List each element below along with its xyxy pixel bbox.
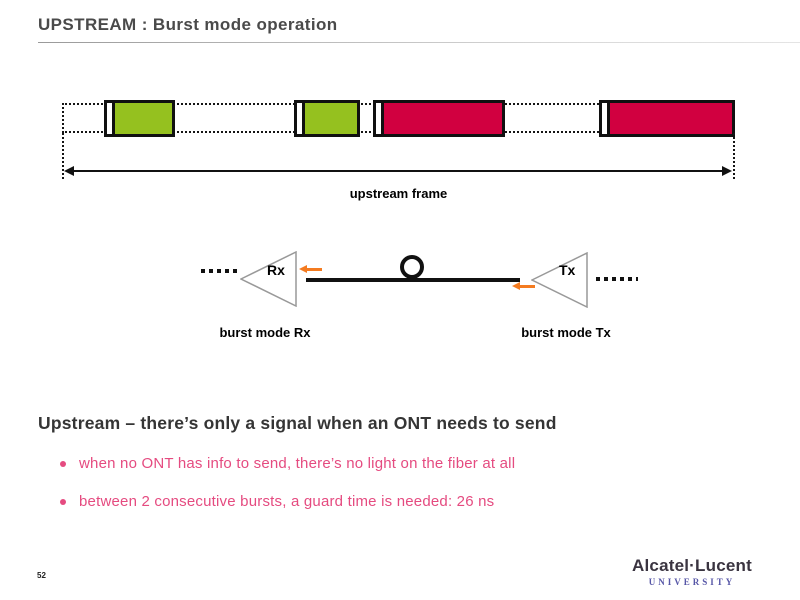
tx-label: Tx: [559, 262, 576, 278]
upstream-frame-diagram: upstream frame: [0, 0, 800, 220]
frame-right-extent-line: [733, 133, 735, 179]
burst-preamble-sliver: [297, 103, 305, 134]
burst-payload: [610, 103, 732, 134]
logo-university-text: UNIVERSITY: [648, 577, 736, 587]
burst-block-green: [104, 100, 175, 137]
bullet-item: when no ONT has info to send, there’s no…: [60, 455, 720, 472]
fiber-line: [306, 278, 520, 282]
page-number: 52: [37, 571, 46, 580]
burst-block-red: [373, 100, 505, 137]
burst-preamble-sliver: [602, 103, 610, 134]
tx-triangle-icon: [531, 252, 588, 308]
tx-direction-arrow-icon: [512, 282, 535, 290]
right-ellipsis-dots: [596, 277, 638, 281]
frame-left-extent-line: [62, 133, 64, 179]
burst-mode-rx-caption: burst mode Rx: [219, 325, 311, 340]
logo-wordmark: Alcatel·Lucent: [632, 556, 752, 575]
frame-span-arrow-icon: [64, 166, 732, 176]
rx-direction-arrow-icon: [299, 265, 322, 273]
left-ellipsis-dots: [201, 269, 241, 273]
burst-payload: [384, 103, 502, 134]
page-title: UPSTREAM : Burst mode operation: [38, 15, 338, 34]
burst-payload: [305, 103, 357, 134]
alcatel-lucent-logo: Alcatel·Lucent UNIVERSITY: [612, 556, 772, 587]
bullet-list: when no ONT has info to send, there’s no…: [60, 455, 720, 531]
burst-block-green: [294, 100, 360, 137]
burst-preamble-sliver: [107, 103, 115, 134]
fiber-loop-icon: [400, 255, 424, 279]
bullet-item: between 2 consecutive bursts, a guard ti…: [60, 493, 720, 510]
burst-block-red: [599, 100, 735, 137]
body-heading: Upstream – there’s only a signal when an…: [38, 413, 557, 433]
rx-label: Rx: [267, 262, 285, 278]
title-divider: [38, 42, 800, 43]
frame-label: upstream frame: [349, 186, 448, 201]
burst-payload: [115, 103, 172, 134]
fiber-diagram: Rx Tx burst mode Rx burst mode Tx: [201, 251, 638, 340]
burst-mode-tx-caption: burst mode Tx: [521, 325, 611, 340]
burst-preamble-sliver: [376, 103, 384, 134]
rx-triangle-icon: [240, 251, 297, 307]
